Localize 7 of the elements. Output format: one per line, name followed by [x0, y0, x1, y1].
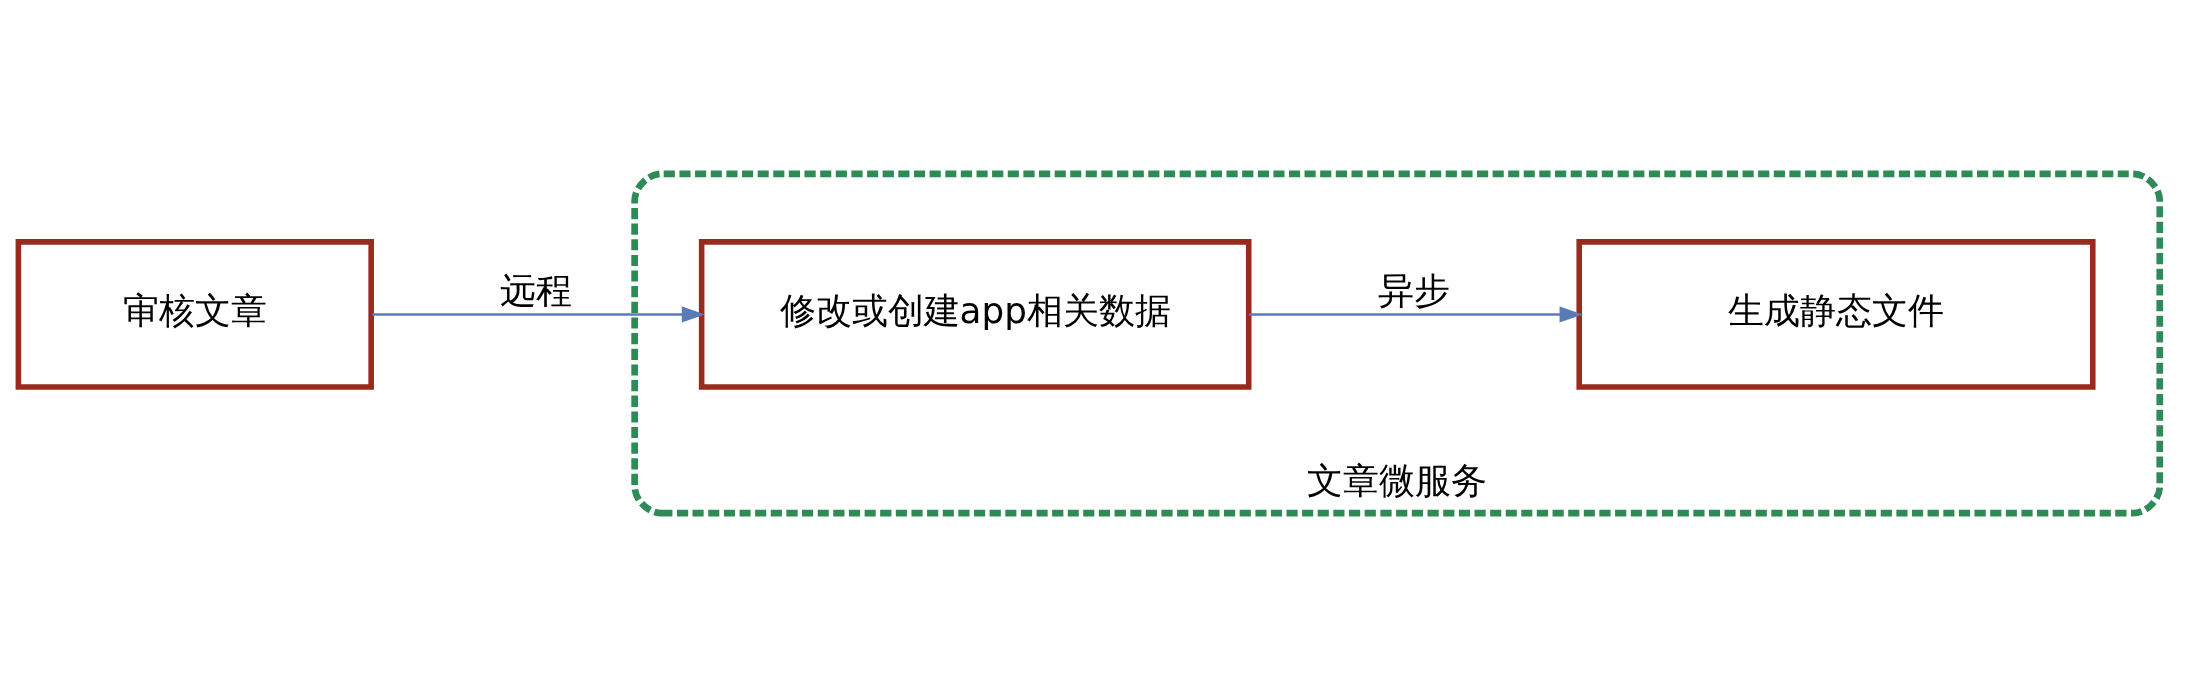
arrow [1248, 305, 1583, 323]
arrow [372, 305, 706, 323]
edge-label: 异步 [1377, 269, 1450, 311]
node-box: 修改或创建app相关数据 [698, 238, 1252, 390]
edge-label: 远程 [500, 269, 573, 311]
node-box: 生成静态文件 [1576, 238, 2096, 390]
node-box: 审核文章 [15, 238, 374, 390]
